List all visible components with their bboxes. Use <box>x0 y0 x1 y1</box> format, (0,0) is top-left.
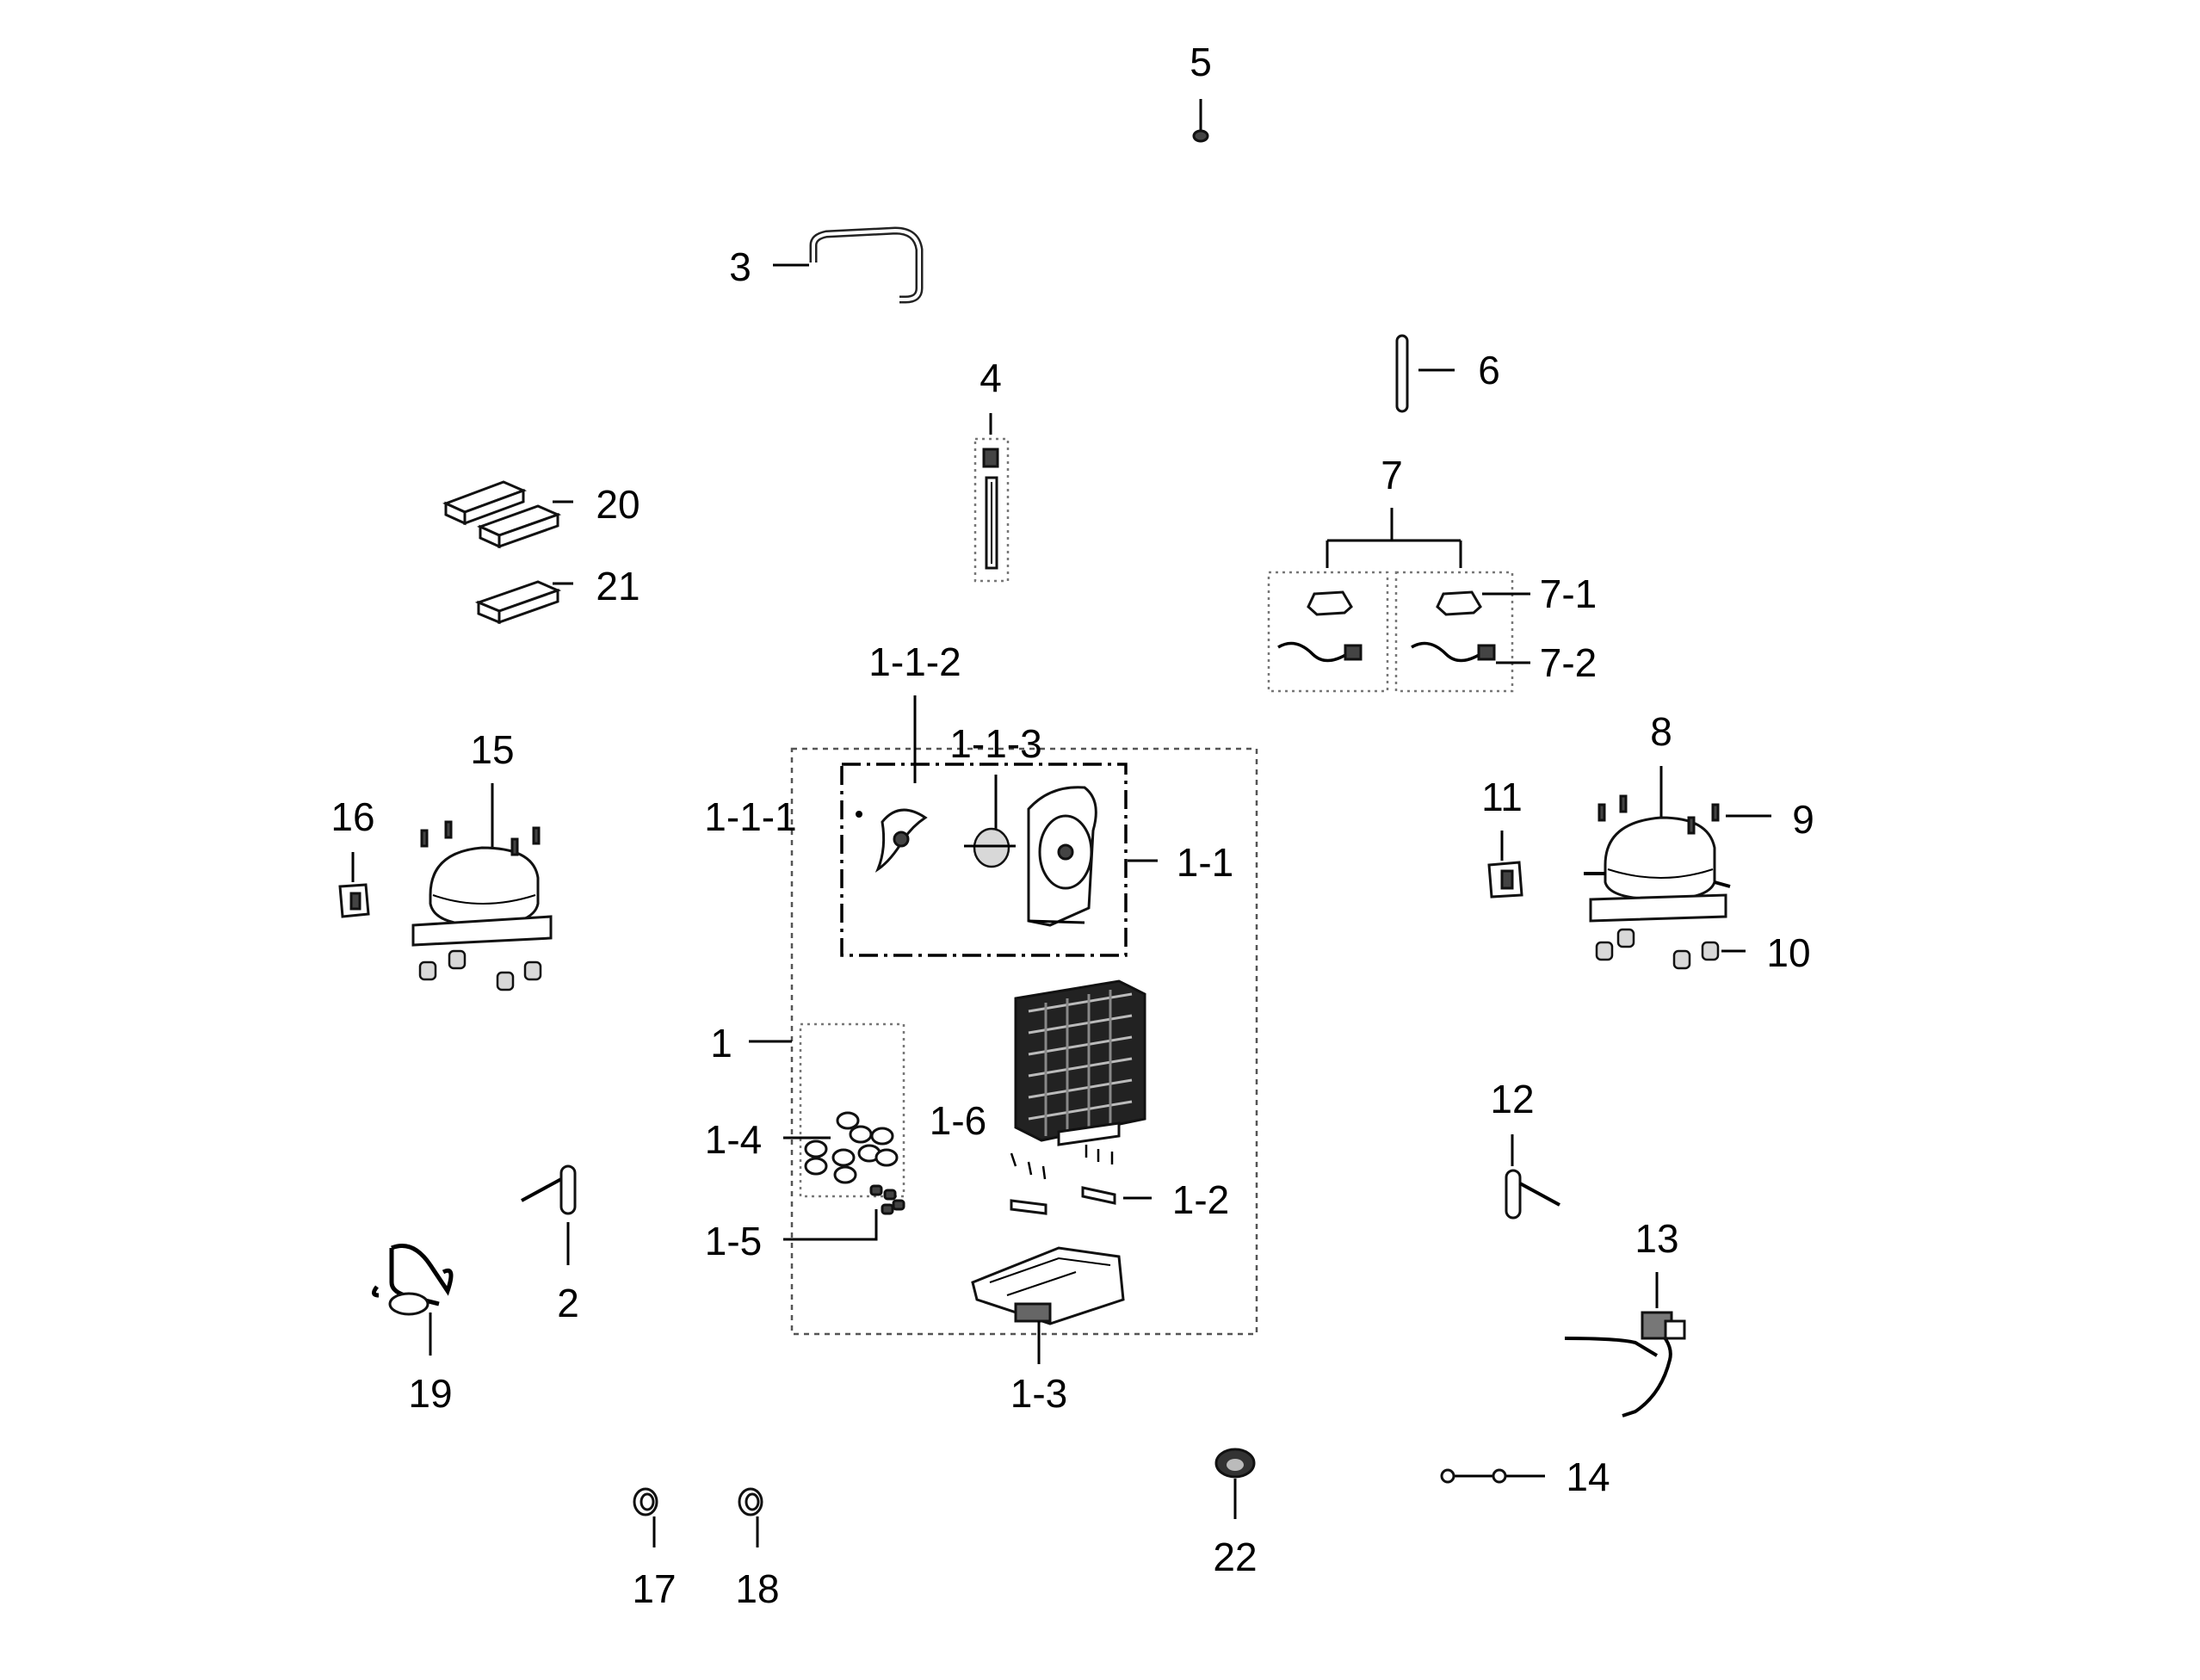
part-15-compressor: 15 <box>411 727 553 991</box>
label-9: 9 <box>1792 797 1814 842</box>
part-13-valve: 13 <box>1564 1216 1686 1418</box>
part-2-drier: 2 <box>521 1164 579 1325</box>
part-18-spring: 18 <box>735 1487 780 1611</box>
part-3-pipe: 3 <box>729 226 924 304</box>
part-8-compressor: 8 9 10 <box>1584 709 1814 975</box>
part-16-relay: 16 <box>331 794 375 918</box>
label-12: 12 <box>1490 1077 1534 1121</box>
part-1-4-clips: 1-4 <box>705 1022 905 1198</box>
part-4-tube: 4 <box>973 355 1010 583</box>
part-1-6-screws: 1-6 <box>930 1098 1114 1180</box>
label-1-1: 1-1 <box>1177 840 1233 885</box>
label-8: 8 <box>1650 709 1672 754</box>
label-6: 6 <box>1478 348 1500 392</box>
label-1-1-2: 1-1-2 <box>868 639 961 684</box>
evaporator-core <box>1014 979 1146 1146</box>
label-13: 13 <box>1635 1216 1678 1261</box>
part-14-part: 14 <box>1440 1455 1610 1499</box>
part-1-3-base: 1-3 <box>971 1246 1125 1416</box>
label-7-2: 7-2 <box>1540 640 1597 685</box>
part-11-relay: 11 <box>1481 775 1523 899</box>
label-11: 11 <box>1481 775 1523 819</box>
part-12-drier: 12 <box>1490 1077 1560 1220</box>
label-7-1: 7-1 <box>1540 571 1597 616</box>
label-2: 2 <box>557 1281 579 1325</box>
label-1: 1 <box>710 1021 732 1065</box>
label-1-6: 1-6 <box>930 1098 986 1143</box>
label-10: 10 <box>1766 930 1810 975</box>
label-22: 22 <box>1213 1535 1257 1579</box>
part-22-grommet: 22 <box>1213 1448 1258 1579</box>
part-7-group: 7 7-1 7-2 <box>1267 453 1597 693</box>
label-5: 5 <box>1190 40 1212 84</box>
label-3: 3 <box>729 244 751 289</box>
label-1-1-1: 1-1-1 <box>704 794 796 839</box>
label-1-3: 1-3 <box>1010 1371 1067 1416</box>
part-1-2-parts: 1-2 <box>1010 1177 1229 1222</box>
label-1-5: 1-5 <box>705 1219 762 1263</box>
label-17: 17 <box>632 1566 676 1611</box>
label-20: 20 <box>596 482 640 527</box>
part-17-spring: 17 <box>632 1487 677 1611</box>
part-19-tube: 19 <box>372 1244 454 1416</box>
label-14: 14 <box>1566 1455 1610 1499</box>
label-21: 21 <box>596 564 640 608</box>
part-1-5-plugs: 1-5 <box>705 1184 905 1263</box>
label-4: 4 <box>979 355 1002 400</box>
part-21-pad: 21 <box>474 564 640 625</box>
part-1-label-group: 1 <box>710 1021 792 1065</box>
label-7: 7 <box>1381 453 1403 497</box>
label-18: 18 <box>735 1566 779 1611</box>
label-1-1-3: 1-1-3 <box>949 721 1041 766</box>
label-16: 16 <box>331 794 374 839</box>
part-6-rod: 6 <box>1395 334 1500 413</box>
label-15: 15 <box>470 727 514 772</box>
part-1-1-fan-assembly: 1-1 1-1-1 1-1-2 1-1-3 <box>704 639 1233 957</box>
label-1-2: 1-2 <box>1172 1177 1229 1222</box>
part-20-pads: 20 <box>442 480 640 549</box>
label-1-4: 1-4 <box>705 1117 762 1162</box>
part-5-screw: 5 <box>1190 40 1212 143</box>
label-19: 19 <box>408 1371 452 1416</box>
part-1-1-1-dot <box>856 811 862 818</box>
